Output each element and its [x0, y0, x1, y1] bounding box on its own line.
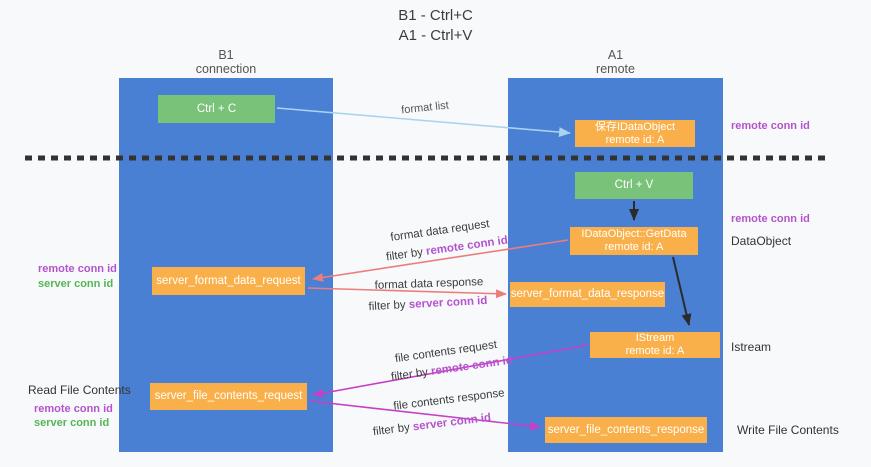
- file-contents-response-label: file contents response: [392, 387, 506, 413]
- node-server-file-contents-response: server_file_contents_response: [545, 417, 707, 443]
- annotation-write-file-contents: Write File Contents: [737, 423, 839, 437]
- node-istream-line1: IStream: [635, 332, 675, 344]
- node-server-format-data-response: server_format_data_response: [510, 282, 665, 307]
- filter-by-text: filter by: [385, 246, 424, 264]
- node-server-format-data-response-label: server_format_data_response: [510, 288, 665, 300]
- filter-by-text: filter by: [372, 421, 411, 439]
- file-contents-response-filter-label: filter by server conn id: [372, 412, 491, 438]
- node-ctrl-c: Ctrl + C: [158, 95, 275, 123]
- annotation-remote-conn-id-left2: remote conn id: [34, 403, 113, 415]
- node-save-dataobject-line2: remote id: A: [605, 133, 665, 146]
- node-save-dataobject-line1: 保存IDataObject: [594, 120, 676, 133]
- node-server-file-contents-request: server_file_contents_request: [150, 383, 307, 410]
- lane-a1-role: remote: [596, 62, 635, 76]
- annotation-server-conn-id-left2: server conn id: [34, 417, 110, 429]
- annotation-remote-conn-id-left1: remote conn id: [38, 263, 117, 275]
- node-istream: IStream remote id: A: [590, 332, 720, 358]
- filter-by-text: filter by: [368, 299, 406, 314]
- annotation-dataobject: DataObject: [731, 234, 792, 248]
- format-data-response-label: format data response: [374, 276, 484, 292]
- node-idataobject-getdata: IDataObject::GetData remote id: A: [570, 227, 698, 255]
- node-getdata-line1: IDataObject::GetData: [581, 228, 687, 240]
- node-istream-line2: remote id: A: [625, 345, 685, 357]
- diagram-title-line2: A1 - Ctrl+V: [398, 27, 473, 44]
- annotation-remote-conn-id-mid: remote conn id: [731, 213, 810, 225]
- lane-a1-name: A1: [607, 48, 624, 62]
- lane-b1-name: B1: [218, 48, 234, 62]
- filter-by-text: filter by: [390, 366, 429, 384]
- node-getdata-line2: remote id: A: [604, 241, 664, 253]
- format-list-label: format list: [400, 99, 450, 117]
- diagram-title-line1: B1 - Ctrl+C: [398, 7, 473, 24]
- node-save-dataobject: 保存IDataObject remote id: A: [575, 120, 695, 147]
- diagram-title: B1 - Ctrl+C A1 - Ctrl+V: [0, 6, 871, 46]
- filter-key-server-conn-id: server conn id: [408, 294, 488, 311]
- node-ctrl-v: Ctrl + V: [575, 172, 693, 199]
- annotation-server-conn-id-left1: server conn id: [38, 278, 114, 290]
- filter-key-remote-conn-id: remote conn id: [425, 234, 509, 258]
- node-server-file-contents-response-label: server_file_contents_response: [547, 423, 705, 436]
- annotation-remote-conn-id-top: remote conn id: [731, 120, 810, 132]
- lane-header-a1: A1 remote: [508, 48, 723, 76]
- lane-b1-role: connection: [195, 62, 257, 76]
- node-ctrl-c-label: Ctrl + C: [196, 102, 237, 115]
- node-ctrl-v-label: Ctrl + V: [614, 179, 654, 191]
- node-server-format-data-request: server_format_data_request: [152, 267, 305, 295]
- annotation-read-file-contents: Read File Contents: [28, 383, 131, 397]
- node-server-file-contents-request-label: server_file_contents_request: [154, 390, 303, 402]
- filter-key-server-conn-id: server conn id: [412, 411, 492, 434]
- lane-header-b1: B1 connection: [119, 48, 333, 76]
- node-server-format-data-request-label: server_format_data_request: [156, 274, 301, 287]
- annotation-istream: Istream: [731, 340, 772, 354]
- format-data-response-filter-label: filter by server conn id: [368, 295, 487, 313]
